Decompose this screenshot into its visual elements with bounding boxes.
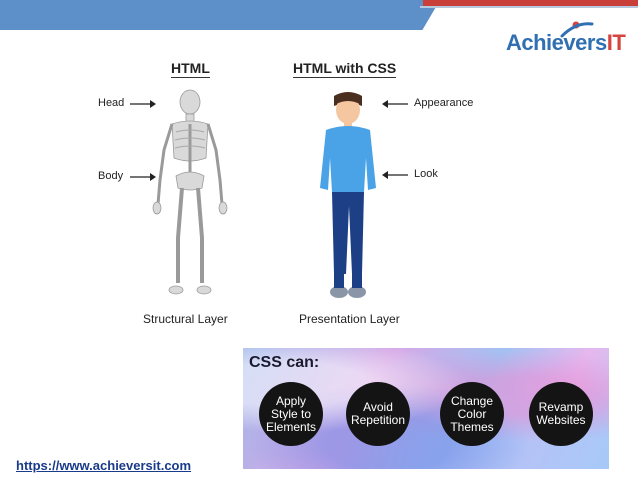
css-can-title: CSS can:: [249, 354, 320, 371]
achieversit-logo: AchieversIT: [506, 20, 634, 60]
head-label: Head: [98, 97, 125, 109]
top-band-line: [420, 6, 638, 8]
css-feature-change-color-themes: Change Color Themes: [440, 382, 504, 446]
css-feature-revamp-websites: Revamp Websites: [529, 382, 593, 446]
look-label: Look: [414, 168, 438, 180]
person-illustration: [320, 92, 376, 298]
html-heading: HTML: [171, 60, 210, 78]
logo-figure-icon: [560, 21, 594, 38]
body-label: Body: [98, 170, 124, 182]
arrow-right-icon: [130, 173, 156, 181]
arrow-right-icon: [130, 100, 156, 108]
logo-text: AchieversIT: [506, 30, 626, 55]
arrow-left-icon: [382, 171, 408, 179]
top-band-red: [423, 0, 638, 6]
css-can-panel: CSS can: Apply Style to Elements Avoid R…: [243, 348, 609, 469]
website-link[interactable]: https://www.achieversit.com: [16, 458, 192, 473]
arrow-left-icon: [382, 100, 408, 108]
css-feature-avoid-repetition: Avoid Repetition: [346, 382, 410, 446]
presentation-layer-caption: Presentation Layer: [299, 312, 400, 326]
skeleton-illustration: [152, 89, 228, 295]
top-band: [0, 0, 638, 34]
appearance-label: Appearance: [414, 97, 474, 109]
structural-layer-caption: Structural Layer: [143, 312, 228, 326]
html-with-css-heading: HTML with CSS: [293, 60, 397, 78]
css-feature-apply-style: Apply Style to Elements: [259, 382, 323, 446]
top-band-blue: [0, 0, 440, 30]
